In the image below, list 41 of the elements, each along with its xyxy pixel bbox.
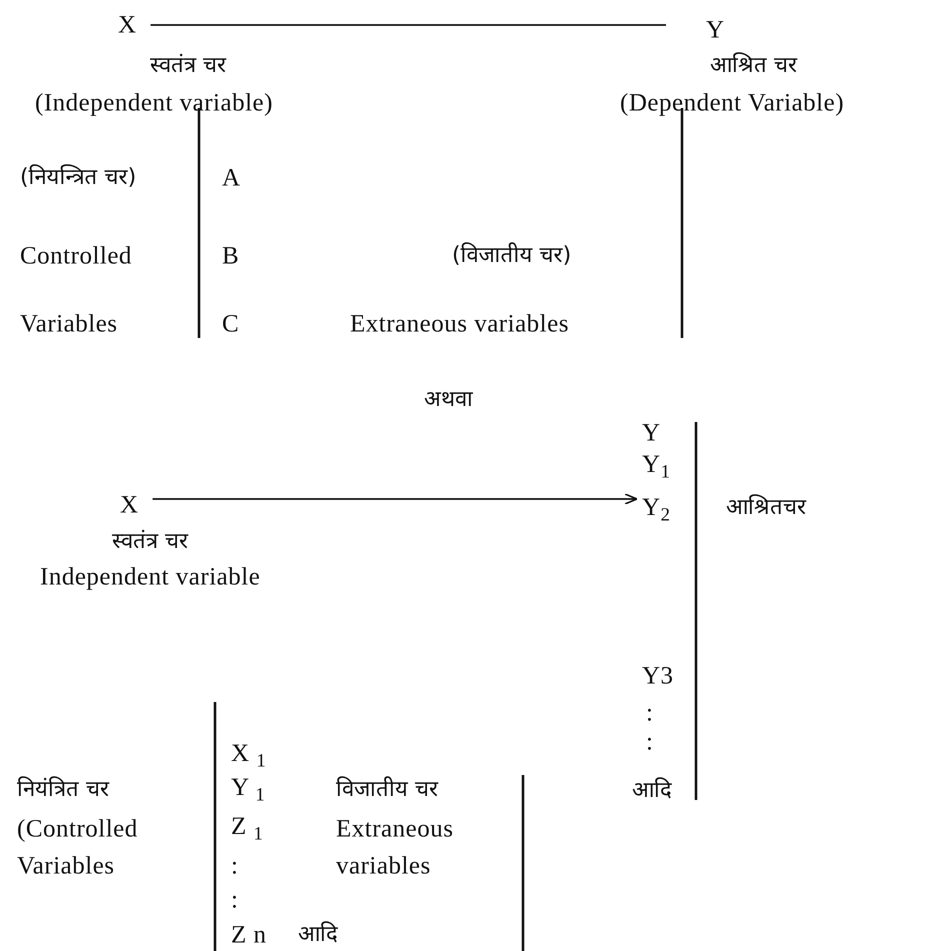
diagram-label: (Independent variable) [35,89,273,117]
diagram-label: (Controlled [17,815,138,843]
variable-label: Y [706,16,725,44]
variable-label: Y$_{2}$ [642,494,670,526]
diagram-label: Y $_{1}$ [231,774,266,806]
diagram-label: B [222,242,240,270]
variable-label: X [120,491,139,519]
diagram-label: आश्रित चर [710,54,797,78]
diagram-label: Y [642,419,661,447]
diagram-label: : [646,728,654,756]
diagram-label: Z n [231,921,267,949]
diagram-label: Y3 [642,662,674,690]
diagram-label: : [231,886,238,914]
diagram-label: X $_{1}$ [231,740,266,772]
diagram-label: Z $_{1}$ [231,812,264,846]
diagram-label: (विजातीय चर) [452,244,572,268]
diagram-label: स्वतंत्र चर [150,54,226,78]
connector-line [150,24,666,26]
diagram-label: Extraneous [336,815,454,843]
variable-label: X [118,11,137,39]
diagram-label: Variables [20,310,118,338]
diagram-label: Independent variable [40,563,260,591]
diagram-label: Variables [17,852,115,880]
diagram-label: C [222,310,240,338]
diagram-label: A [222,164,241,192]
diagram-label: स्वतंत्र चर [112,530,188,554]
diagram-label: : [231,852,238,880]
diagram-label: आश्रितचर [726,496,806,520]
diagram-label: नियंत्रित चर [17,778,109,802]
diagram-label: विजातीय चर [336,778,438,802]
diagram-label: Controlled [20,242,132,270]
diagram-label: Y$_{1}$ [642,450,670,484]
diagram-label: Extraneous variables [350,310,569,338]
arrow [152,493,638,505]
diagram-label: आदि [298,922,338,948]
diagram-label: अथवा [424,388,473,412]
diagram-label: (Dependent Variable) [620,89,844,117]
diagram-label: : [646,699,654,727]
diagram-label: variables [336,852,431,880]
diagram-label: आदि [632,778,672,804]
diagram-label: (नियन्त्रित चर) [20,166,136,190]
